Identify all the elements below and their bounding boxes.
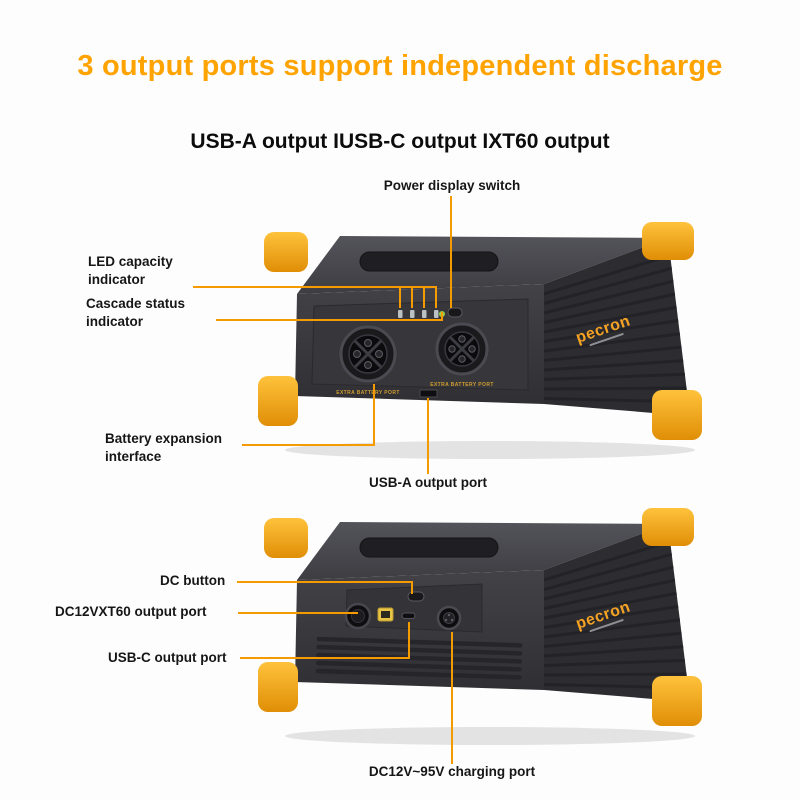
logo-subline — [589, 333, 624, 347]
line-led-drop-3 — [423, 286, 425, 308]
xt60-port — [377, 607, 394, 622]
led-capacity-indicators — [398, 310, 439, 318]
logo-subline — [589, 619, 624, 633]
corner-bumper-bottom-right — [652, 390, 702, 440]
callout-dc-button: DC button — [160, 573, 226, 588]
device-body: pecron — [258, 222, 702, 440]
line-charging-port — [451, 632, 453, 764]
corner-bumper-bottom-left — [258, 376, 298, 426]
battery-expansion-port-left — [339, 325, 397, 383]
callout-usb-c-output-port: USB-C output port — [108, 650, 227, 665]
callout-power-display-switch: Power display switch — [383, 178, 521, 193]
device-body: pecron — [258, 508, 702, 726]
extra-battery-port-label-right: EXTRA BATTERY PORT — [430, 382, 494, 388]
corner-bumper-top-left — [264, 232, 308, 272]
vent-grille — [315, 636, 523, 680]
callout-led-capacity-indicator: LED capacity indicator — [88, 254, 173, 287]
extra-battery-port-label-left: EXTRA BATTERY PORT — [336, 390, 400, 396]
line-usb-c-v — [408, 622, 410, 659]
callout-battery-expansion-interface: Battery expansion interface — [105, 431, 223, 464]
device-shadow — [285, 441, 695, 459]
page-title: 3 output ports support independent disch… — [77, 50, 723, 82]
line-dc-button-v — [411, 581, 413, 594]
power-display-switch-button — [447, 307, 463, 318]
line-dc-button-h — [237, 581, 413, 583]
dc12v-socket — [344, 602, 372, 630]
line-power-display-switch — [450, 196, 452, 308]
corner-bumper-top-right — [642, 222, 694, 260]
dc-button — [407, 591, 425, 602]
line-led-capacity-bus — [193, 286, 436, 288]
callout-usb-a-output-port: USB-A output port — [369, 475, 487, 490]
line-led-drop-4 — [435, 286, 437, 308]
line-cascade-drop — [441, 312, 443, 321]
corner-bumper-top-right — [642, 508, 694, 546]
line-usb-a-output — [427, 398, 429, 474]
callout-dc12v-xt60-output-port: DC12VXT60 output port — [55, 604, 207, 619]
line-usb-c-h — [240, 657, 410, 659]
charging-port — [436, 605, 462, 631]
corner-bumper-top-left — [264, 518, 308, 558]
line-battery-expansion-h — [242, 444, 375, 446]
line-battery-expansion-v — [373, 384, 375, 446]
line-led-drop-1 — [399, 286, 401, 308]
side-ribs — [544, 534, 689, 690]
line-dc12v-xt60 — [238, 612, 358, 614]
battery-expansion-port-right — [435, 322, 489, 376]
carry-handle-groove — [359, 251, 499, 272]
corner-bumper-bottom-left — [258, 662, 298, 712]
device-shadow — [285, 727, 695, 745]
line-led-drop-2 — [411, 286, 413, 308]
usb-a-port — [419, 389, 438, 398]
device-top-rear-view: pecron — [258, 222, 702, 459]
callout-charging-port: DC12V~95V charging port — [368, 764, 536, 779]
device-bottom-front-view: pecron — [258, 508, 702, 745]
carry-handle-groove — [359, 537, 499, 558]
corner-bumper-bottom-right — [652, 676, 702, 726]
page-subtitle: USB-A output IUSB-C output IXT60 output — [190, 130, 610, 153]
usb-c-port — [401, 612, 416, 619]
line-cascade-status — [216, 319, 442, 321]
callout-cascade-status-indicator: Cascade status indicator — [86, 296, 186, 329]
